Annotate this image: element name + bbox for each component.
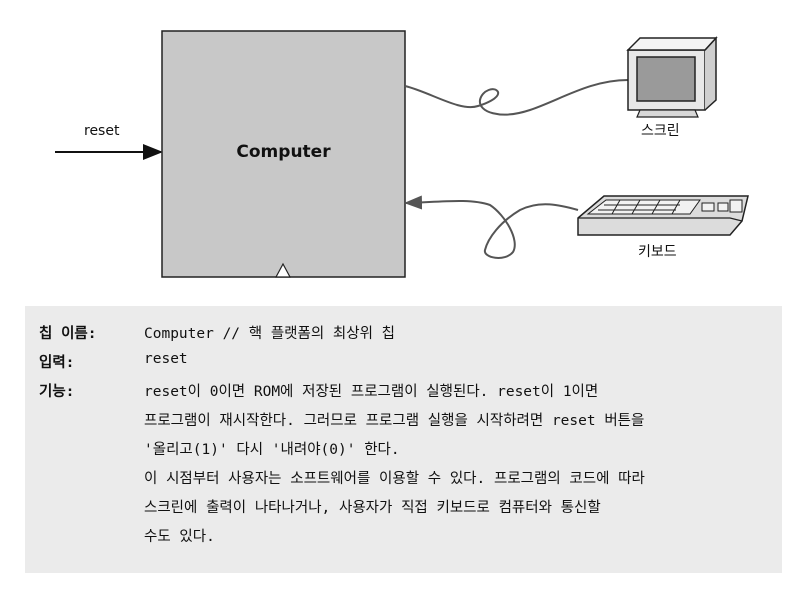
reset-label: reset bbox=[84, 123, 120, 139]
function-key: 기능: bbox=[39, 384, 75, 400]
input-key: 입력: bbox=[39, 355, 75, 371]
chip-name-key: 칩 이름: bbox=[39, 326, 97, 342]
function-line: 수도 있다. bbox=[144, 529, 215, 545]
computer-label: Computer bbox=[236, 142, 331, 162]
chip-spec-box: 칩 이름: Computer // 핵 플랫폼의 최상위 칩 입력: reset… bbox=[25, 306, 782, 573]
chip-name-value: Computer // 핵 플랫폼의 최상위 칩 bbox=[144, 326, 396, 342]
function-line: 스크린에 출력이 나타나거나, 사용자가 직접 키보드로 컴퓨터와 통신할 bbox=[144, 500, 601, 516]
function-line: 프로그램이 재시작한다. 그러므로 프로그램 실행을 시작하려면 reset 버… bbox=[144, 413, 645, 429]
keyboard-wire bbox=[404, 195, 579, 259]
input-value: reset bbox=[144, 351, 188, 367]
keyboard-icon bbox=[577, 195, 749, 236]
computer-diagram bbox=[55, 30, 749, 278]
function-line: 이 시점부터 사용자는 소프트웨어를 이용할 수 있다. 프로그램의 코드에 따… bbox=[144, 471, 645, 487]
function-row: 기능: reset이 0이면 ROM에 저장된 프로그램이 실행된다. rese… bbox=[39, 380, 772, 550]
keyboard-label: 키보드 bbox=[638, 244, 677, 260]
screen-label: 스크린 bbox=[641, 123, 680, 139]
function-line: reset이 0이면 ROM에 저장된 프로그램이 실행된다. reset이 1… bbox=[144, 384, 599, 400]
function-line: '올리고(1)' 다시 '내려야(0)' 한다. bbox=[144, 442, 400, 458]
screen-wire bbox=[404, 79, 629, 116]
monitor-icon bbox=[626, 36, 718, 118]
clock-triangle bbox=[274, 262, 292, 278]
